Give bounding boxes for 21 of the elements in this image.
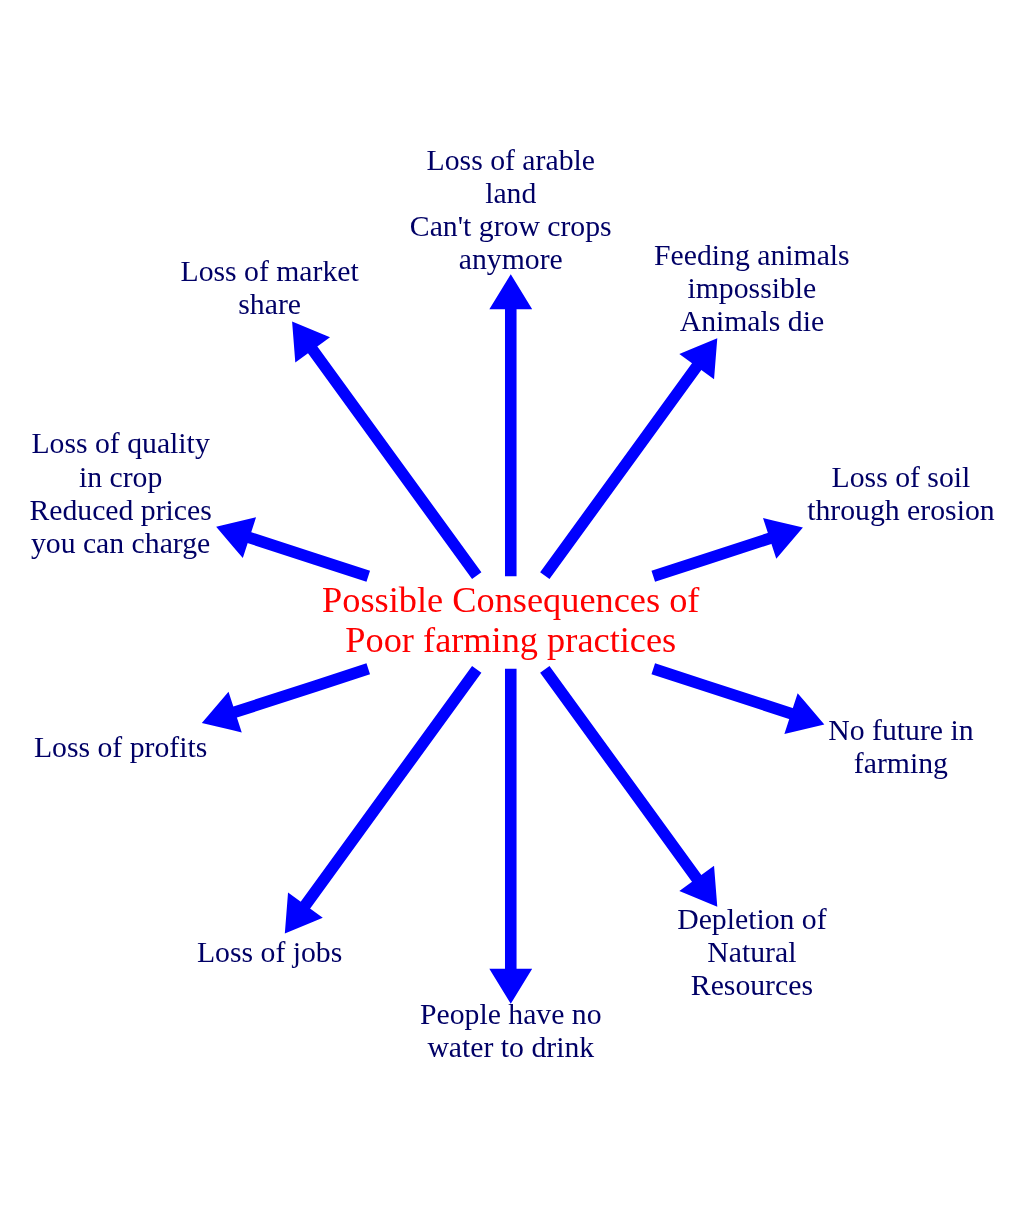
arrow <box>489 668 533 1004</box>
node-text: Loss of arable land Can't grow crops anymore <box>409 143 612 276</box>
node-text: Feeding animals impossible Animals die <box>654 238 850 337</box>
arrow <box>540 338 718 580</box>
node-text: Loss of jobs <box>196 935 343 968</box>
node-text: Loss of market share <box>180 255 359 321</box>
arrow <box>489 274 533 577</box>
node-text: People have no water to drink <box>419 997 602 1063</box>
arrow <box>540 665 718 907</box>
arrow <box>651 518 803 582</box>
arrow <box>284 665 482 934</box>
arrow <box>216 517 371 582</box>
node-text: Possible Consequences of Poor farming practices <box>322 579 700 660</box>
arrow <box>292 321 482 580</box>
node-text: Loss of profits <box>33 730 208 763</box>
node-text: No future in farming <box>828 714 974 780</box>
arrow <box>201 663 371 733</box>
node-text: Depletion of Natural Resources <box>677 902 827 1001</box>
node-text: Loss of quality in crop Reduced prices you can charge <box>29 427 212 559</box>
node-text: Loss of soil through erosion <box>807 460 995 526</box>
arrow <box>651 663 825 734</box>
